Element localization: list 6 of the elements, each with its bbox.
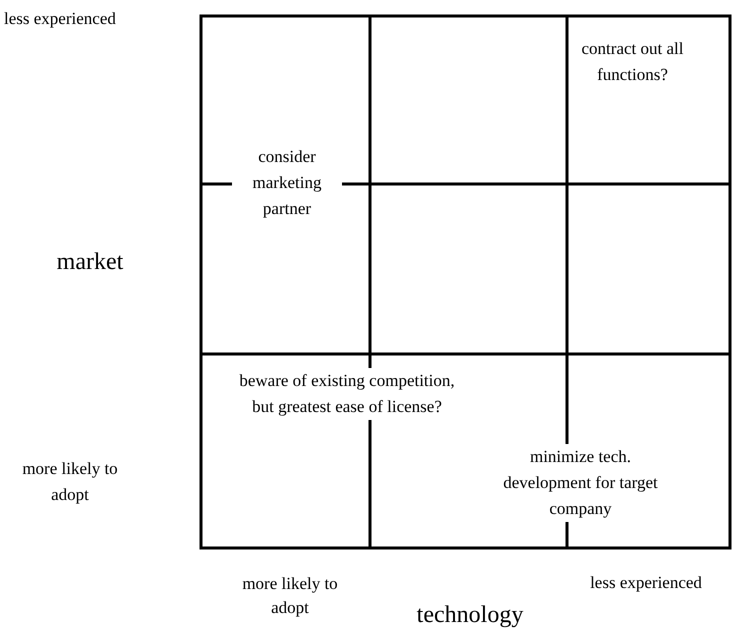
axis-end-label: more likely to adopt (241, 573, 339, 619)
axis-end-label: more likely to adopt (21, 458, 119, 506)
axis-label: market (56, 248, 124, 277)
axis-end-label: less experienced (589, 572, 703, 594)
axis-label: technology (416, 601, 524, 630)
axis-end-label: less experienced (4, 8, 117, 30)
